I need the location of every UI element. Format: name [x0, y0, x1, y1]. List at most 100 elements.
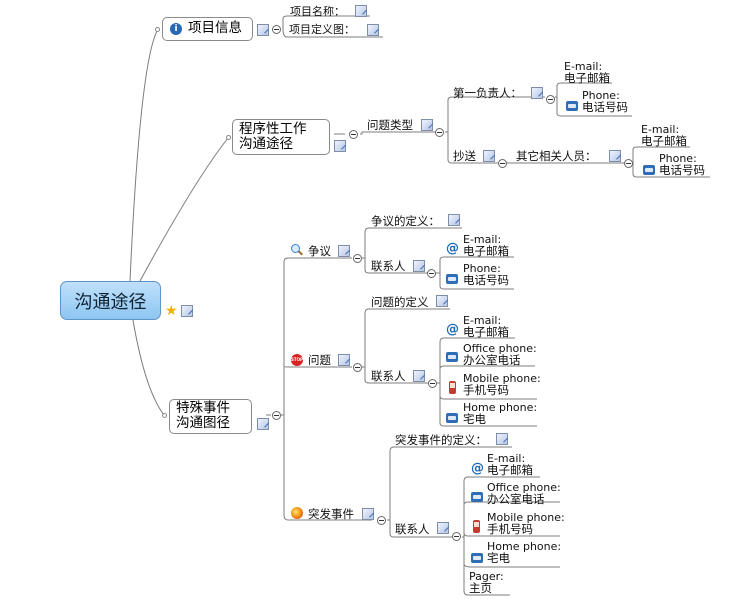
collapse-minus-icon[interactable] [353, 363, 362, 372]
note-pencil-icon[interactable] [338, 354, 350, 366]
emergency-contact-label[interactable]: 联系人 [395, 522, 430, 536]
others-label[interactable]: 其它相关人员： [516, 149, 597, 163]
topic-special-events-line2: 沟通图径 [176, 415, 230, 431]
central-topic[interactable]: 沟通途径 [60, 281, 161, 320]
note-pencil-icon[interactable] [413, 370, 425, 382]
cc-label[interactable]: 抄送 [453, 149, 476, 163]
others-email-value[interactable]: 电子邮箱 [641, 134, 687, 148]
telephone-icon [566, 101, 578, 111]
collapse-minus-icon[interactable] [349, 130, 358, 139]
first-phone-label: Phone: [582, 89, 620, 102]
telephone-icon [471, 492, 483, 502]
note-pencil-icon[interactable] [413, 260, 425, 272]
project-definition-label[interactable]: 项目定义图： [289, 23, 355, 36]
telephone-icon [643, 165, 655, 175]
at-sign-icon: @ [471, 461, 484, 476]
branch-connector-dot [162, 413, 167, 418]
emergency-definition-label[interactable]: 突发事件的定义： [395, 433, 487, 447]
topic-procedural-line1: 程序性工作 [239, 121, 307, 137]
at-sign-icon: @ [446, 241, 459, 256]
magnifier-icon [291, 244, 303, 256]
others-phone-label: Phone: [659, 152, 697, 165]
note-pencil-icon[interactable] [437, 522, 449, 534]
dispute-email-value[interactable]: 电子邮箱 [463, 244, 509, 258]
problem-label[interactable]: 问题 [308, 353, 331, 367]
topic-procedural-line2: 沟通途径 [239, 136, 293, 152]
note-pencil-icon[interactable] [362, 508, 374, 520]
dispute-label[interactable]: 争议 [308, 244, 331, 258]
problem-mobile-value[interactable]: 手机号码 [463, 383, 509, 397]
note-pencil-icon[interactable] [367, 24, 379, 36]
collapse-minus-icon[interactable] [272, 411, 281, 420]
note-pencil-icon[interactable] [257, 24, 269, 36]
topic-project-info[interactable]: i 项目信息 [162, 17, 253, 41]
emergency-mobile-label: Mobile phone: [487, 511, 565, 524]
collapse-minus-icon[interactable] [377, 516, 386, 525]
first-owner-label[interactable]: 第一负责人： [453, 86, 522, 100]
central-topic-label: 沟通途径 [74, 291, 147, 313]
first-phone-value[interactable]: 电话号码 [582, 100, 628, 114]
collapse-minus-icon[interactable] [435, 128, 444, 137]
note-pencil-icon[interactable] [334, 140, 346, 152]
others-email-label: E-mail: [641, 123, 680, 136]
collapse-minus-icon[interactable] [498, 159, 507, 168]
branch-connector-dot [155, 27, 160, 32]
project-name-label[interactable]: 项目名称： [290, 5, 345, 18]
at-sign-icon: @ [446, 322, 459, 337]
dispute-phone-value[interactable]: 电话号码 [463, 273, 509, 287]
collapse-minus-icon[interactable] [428, 379, 437, 388]
first-email-label: E-mail: [564, 60, 603, 73]
dispute-phone-label: Phone: [463, 262, 501, 275]
problem-definition-label[interactable]: 问题的定义 [371, 295, 429, 309]
note-pencil-icon[interactable] [421, 119, 433, 131]
collapse-minus-icon[interactable] [624, 159, 633, 168]
collapse-minus-icon[interactable] [272, 25, 281, 34]
others-phone-value[interactable]: 电话号码 [659, 163, 705, 177]
branch-connector-dot [226, 135, 231, 140]
note-pencil-icon[interactable] [436, 295, 448, 307]
problem-office-value[interactable]: 办公室电话 [463, 353, 521, 367]
telephone-icon [446, 352, 458, 362]
emergency-office-label: Office phone: [487, 481, 561, 494]
emergency-pager-value[interactable]: 主页 [469, 581, 492, 595]
emergency-email-value[interactable]: 电子邮箱 [487, 463, 533, 477]
collapse-minus-icon[interactable] [427, 269, 436, 278]
topic-special-events[interactable]: 特殊事件 沟通图径 [169, 399, 252, 434]
note-pencil-icon[interactable] [531, 87, 543, 99]
topic-procedural[interactable]: 程序性工作 沟通途径 [232, 119, 330, 155]
problem-office-label: Office phone: [463, 342, 537, 355]
mobile-phone-icon [473, 520, 480, 533]
problem-home-value[interactable]: 宅电 [463, 412, 486, 426]
dispute-definition-label[interactable]: 争议的定义： [371, 214, 440, 228]
problem-mobile-label: Mobile phone: [463, 372, 541, 385]
burst-icon [291, 507, 303, 519]
problem-email-value[interactable]: 电子邮箱 [463, 325, 509, 339]
emergency-home-value[interactable]: 宅电 [487, 551, 510, 565]
emergency-label[interactable]: 突发事件 [308, 507, 354, 521]
problem-contact-label[interactable]: 联系人 [371, 369, 406, 383]
note-pencil-icon[interactable] [338, 245, 350, 257]
emergency-home-label: Home phone: [487, 540, 562, 553]
first-email-value[interactable]: 电子邮箱 [564, 71, 610, 85]
telephone-icon [446, 274, 458, 284]
collapse-minus-icon[interactable] [452, 532, 461, 541]
note-pencil-icon[interactable] [257, 418, 269, 430]
note-pencil-icon[interactable] [355, 5, 367, 17]
note-pencil-icon[interactable] [609, 150, 621, 162]
collapse-minus-icon[interactable] [353, 254, 362, 263]
note-pencil-icon[interactable] [496, 433, 508, 445]
emergency-mobile-value[interactable]: 手机号码 [487, 522, 533, 536]
mobile-phone-icon [449, 381, 456, 394]
stop-sign-icon: STOP [291, 354, 303, 366]
collapse-minus-icon[interactable] [546, 95, 555, 104]
emergency-email-label: E-mail: [487, 452, 526, 465]
problem-email-label: E-mail: [463, 314, 502, 327]
topic-project-info-label: 项目信息 [188, 20, 242, 36]
dispute-contact-label[interactable]: 联系人 [371, 259, 406, 273]
issue-type-label[interactable]: 问题类型 [367, 118, 413, 132]
emergency-office-value[interactable]: 办公室电话 [487, 492, 545, 506]
note-pencil-icon[interactable] [483, 150, 495, 162]
note-pencil-icon[interactable] [448, 214, 460, 226]
note-pencil-icon[interactable] [181, 305, 193, 317]
